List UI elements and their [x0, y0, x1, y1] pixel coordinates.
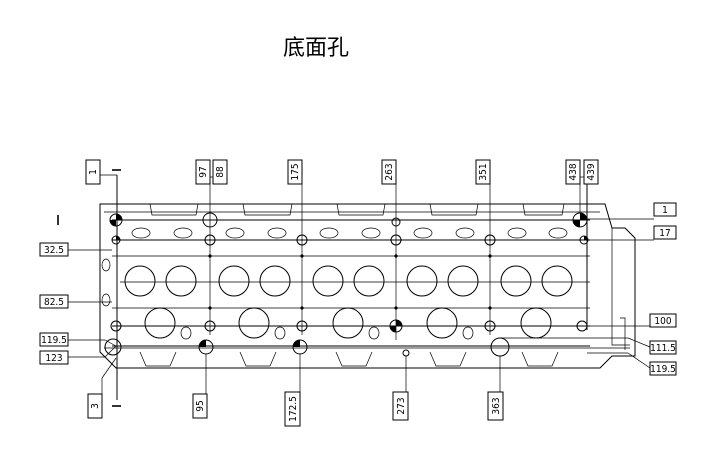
drawing-title: 底面孔 — [283, 36, 349, 61]
svg-text:273: 273 — [396, 397, 407, 414]
svg-text:32.5: 32.5 — [44, 245, 64, 256]
reference-lines — [112, 175, 590, 400]
svg-text:438: 438 — [568, 163, 579, 180]
dim-tag-172-5: 172.5 — [284, 391, 301, 427]
dim-tag-95: 95 — [192, 393, 208, 419]
dim-tag-1-top: 1 — [85, 159, 101, 185]
svg-text:82.5: 82.5 — [44, 297, 64, 308]
dim-tag-438: 438 — [565, 159, 581, 185]
dim-tag-3: 3 — [87, 393, 103, 419]
dim-tag-100: 100 — [649, 313, 677, 328]
dim-tag-32-5: 32.5 — [39, 242, 69, 257]
dimension-tags-bottom: 3 95 172.5 273 363 — [87, 391, 504, 427]
dim-tag-119-5-right: 119.5 — [649, 361, 677, 376]
svg-text:17: 17 — [659, 228, 670, 239]
svg-text:172.5: 172.5 — [288, 396, 299, 422]
cylinder-head-outline — [99, 203, 636, 369]
svg-text:1: 1 — [88, 169, 99, 175]
svg-text:119.5: 119.5 — [41, 335, 67, 346]
small-holes — [104, 212, 589, 357]
svg-text:95: 95 — [195, 400, 206, 411]
dimension-tags-right: 1 17 100 111.5 119.5 — [649, 202, 677, 376]
svg-text:88: 88 — [215, 166, 226, 178]
dim-tag-175: 175 — [287, 159, 303, 185]
svg-text:97: 97 — [198, 166, 209, 177]
dim-tag-97: 97 — [195, 159, 211, 185]
dim-tag-123: 123 — [39, 350, 69, 365]
svg-text:111.5: 111.5 — [650, 343, 676, 354]
dim-tag-351: 351 — [475, 159, 491, 185]
dim-tag-1-right: 1 — [653, 202, 677, 217]
dim-tag-17: 17 — [653, 225, 677, 240]
svg-text:175: 175 — [290, 163, 301, 180]
dim-tag-439: 439 — [583, 159, 599, 185]
svg-text:363: 363 — [491, 397, 502, 414]
dim-tag-111-5: 111.5 — [649, 340, 677, 355]
svg-text:100: 100 — [654, 316, 671, 327]
leader-lines — [57, 160, 654, 407]
dim-tag-88: 88 — [212, 159, 228, 185]
svg-text:263: 263 — [384, 163, 395, 180]
svg-text:3: 3 — [90, 403, 101, 409]
svg-text:351: 351 — [478, 163, 489, 180]
dim-tag-263: 263 — [381, 159, 397, 185]
svg-text:119.5: 119.5 — [650, 364, 676, 375]
svg-text:123: 123 — [45, 353, 62, 364]
dim-tag-119-5-left: 119.5 — [39, 332, 69, 347]
water-holes — [101, 227, 568, 340]
dimension-tags-top: 1 97 88 175 263 351 438 439 — [85, 159, 599, 185]
cylinder-holes — [124, 265, 573, 339]
dimension-tags-left: 32.5 82.5 119.5 123 — [39, 242, 69, 365]
svg-text:1: 1 — [662, 205, 668, 216]
dim-tag-363: 363 — [487, 391, 504, 421]
svg-text:439: 439 — [586, 163, 597, 180]
dim-tag-82-5: 82.5 — [39, 294, 69, 309]
dim-tag-273: 273 — [392, 391, 409, 421]
